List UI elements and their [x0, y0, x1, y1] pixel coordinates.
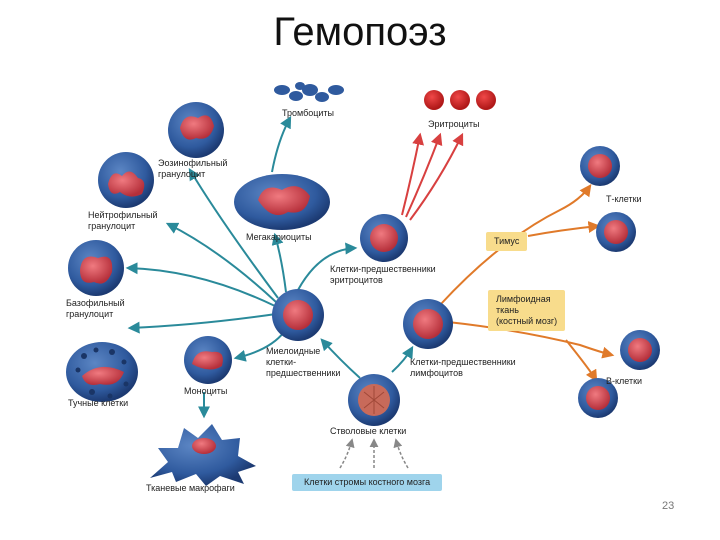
stroma-arrow-1 — [339, 438, 355, 469]
label-platelets: Тромбоциты — [282, 108, 335, 118]
teal-arrows — [125, 115, 414, 419]
t-cell-1 — [580, 146, 620, 186]
lymphoid-tissue-box: Лимфоидная ткань (костный мозг) — [488, 290, 566, 331]
label-myeloid-precursors: Миелоидные клетки- предшественники — [266, 346, 341, 378]
label-stem-cells: Стволовые клетки — [330, 426, 407, 436]
stroma-arrow-3 — [393, 438, 409, 469]
arrow-myeloid-to-megakaryocyte — [271, 232, 287, 293]
label-t-cells: Т-клетки — [606, 194, 642, 204]
arrow-myeloid-to-mast — [127, 313, 277, 334]
orange-arrows — [439, 184, 615, 383]
arrow-myeloid-to-basophil — [125, 262, 276, 307]
basophil-cell — [68, 240, 124, 296]
arrow-erythro-to-rbc-1 — [401, 132, 425, 216]
label-eosinophil: Эозинофильный гранулоцит — [158, 158, 228, 179]
stroma-arrows — [339, 438, 409, 469]
arrow-myeloid-to-eosinophil — [188, 167, 279, 299]
arrow-lymph-to-t-cell — [439, 184, 592, 306]
arrow-erythro-to-rbc-3 — [409, 132, 464, 221]
monocyte-cell — [184, 336, 232, 384]
arrow-thymus-to-t-cell-2 — [527, 221, 601, 237]
page-title: Гемопоэз — [273, 10, 447, 54]
b-cell-2 — [578, 378, 618, 418]
label-tissue-macrophages: Тканевые макрофаги — [146, 483, 235, 493]
arrow-lymph-to-b-cell — [447, 321, 615, 359]
arrow-erythro-to-rbc-2 — [405, 132, 443, 218]
label-neutrophil: Нейтрофильный гранулоцит — [88, 210, 158, 231]
b-cell-1 — [620, 330, 660, 370]
page-number: 23 — [662, 500, 675, 512]
platelets-cells — [274, 82, 344, 102]
label-basophil: Базофильный гранулоцит — [66, 298, 125, 319]
mast-cell — [66, 342, 138, 402]
arrow-megakaryocyte-to-platelets — [271, 115, 292, 173]
stroma-box: Клетки стромы костного мозга — [292, 474, 443, 491]
label-b-cells: В-клетки — [606, 376, 643, 386]
label-megakaryocytes: Мегакариоциты — [246, 232, 312, 242]
arrow-myeloid-to-erythro-precursor — [297, 242, 358, 291]
arrow-myeloid-to-neutrophil — [165, 222, 277, 303]
eosinophil-cell — [168, 102, 224, 158]
label-erythrocytes: Эритроциты — [428, 119, 480, 129]
t-cell-2 — [596, 212, 636, 252]
stem-cell — [348, 374, 400, 426]
label-erythro-precursors: Клетки-предшественники эритроцитов — [330, 264, 436, 285]
macrophage-cell — [150, 424, 256, 486]
arrow-stem-to-lymph-precursor — [391, 345, 414, 373]
arrow-lymphoid-to-b-cell-2 — [565, 339, 598, 383]
label-monocytes: Моноциты — [184, 386, 228, 396]
erythrocyte-precursor-cell — [360, 214, 408, 262]
megakaryocyte-cell — [234, 174, 330, 230]
thymus-box: Тимус — [486, 232, 528, 251]
red-arrows — [401, 132, 464, 221]
label-mast-cells: Тучные клетки — [68, 398, 129, 408]
erythrocyte-cells — [424, 90, 496, 110]
myeloid-precursor-cell — [272, 289, 324, 341]
neutrophil-cell — [98, 152, 154, 208]
lymphocyte-precursor-cell — [403, 299, 453, 349]
label-lymph-precursors: Клетки-предшественники лимфоцитов — [410, 357, 516, 378]
arrow-stem-to-myeloid — [320, 338, 361, 379]
